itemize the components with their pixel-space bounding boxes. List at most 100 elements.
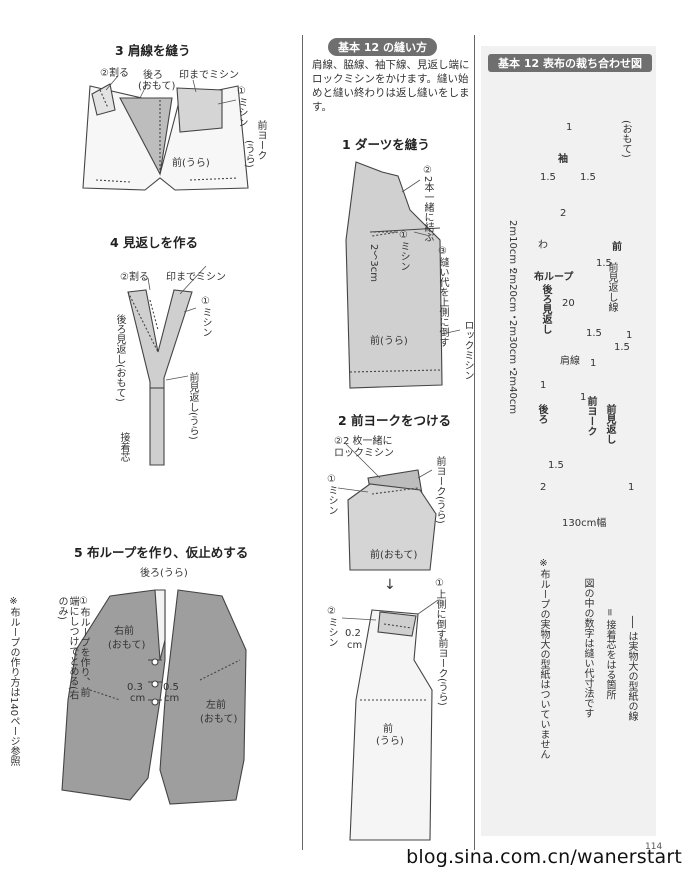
step4-facing <box>127 289 193 466</box>
step4-title: 4 見返しを作る <box>110 235 199 250</box>
s5-cm-b-unit: cm <box>164 693 180 704</box>
num-1e: 1 <box>540 380 547 391</box>
s3-back: 後ろ <box>143 70 163 81</box>
d2-title: 2 前ヨークをつける <box>338 413 452 428</box>
s5-right-front-omote: (おもて) <box>108 640 146 651</box>
s4-back-facing: 後ろ見返し(おもて) <box>114 314 125 402</box>
s5-loop-note: ①布ループを作り、前端にしつけでとめる(右のみ) <box>56 596 89 700</box>
fabric-width: 130cm幅 <box>562 518 607 529</box>
num-1f: 1 <box>628 482 635 493</box>
d3-front <box>349 609 433 841</box>
d3-cm-val: 0.2 <box>345 628 361 639</box>
piece-loop: 布ループ <box>534 272 574 283</box>
layout-header: 基本 12 表布の裁ち合わせ図 <box>488 54 652 72</box>
num-15c: 1.5 <box>596 258 612 269</box>
s5-cm-b: 0.5 <box>163 682 179 693</box>
d2-yoke <box>347 469 437 571</box>
piece-front-facing: 前見返し <box>604 404 615 444</box>
d1-two-together: ②2本一緒に結ぶ <box>422 165 433 243</box>
d2-front-omote: 前(おもて) <box>370 550 418 561</box>
piece-shoulder: 肩線 <box>560 356 580 367</box>
d3-mishin: ②ミシン <box>326 606 337 647</box>
d1-mishin: ①ミシン <box>398 230 409 271</box>
num-1c: 1 <box>590 358 597 369</box>
cutting-layout-panel <box>481 46 656 836</box>
legend-interfacing: = 接着芯をはる箇所 <box>604 608 615 700</box>
d3-cm: cm <box>347 640 363 651</box>
s5-left-front-omote: (おもて) <box>200 714 238 725</box>
step5-title: 5 布ループを作り、仮止めする <box>74 545 249 560</box>
desc-line: ロックミシンをかけます。縫い始 <box>312 73 469 85</box>
watermark: blog.sina.com.cn/wanerstart <box>406 846 682 868</box>
num-20: 20 <box>562 298 575 309</box>
d2-lock: ロックミシン <box>334 448 394 459</box>
length-210: 2m10cm・ <box>507 220 518 275</box>
d1-title: 1 ダーツを縫う <box>342 137 430 152</box>
d3-front: 前 <box>383 724 393 735</box>
d3-upper-side: ①上側に倒す <box>434 578 445 639</box>
s3-front-yoke-ura: (うら) <box>243 140 254 168</box>
s3-mishin: ①ミシン <box>236 86 247 127</box>
s4-waru: ②割る <box>120 272 149 283</box>
s5-cm-a-unit: cm <box>130 693 146 704</box>
piece-back: 後ろ <box>536 404 547 424</box>
piece-front-yoke: 前ヨーク <box>585 396 596 436</box>
s3-mishin-mark: 印までミシン <box>179 70 239 81</box>
s4-interfacing: 接着芯 <box>118 432 129 462</box>
d1-front-piece <box>345 161 443 389</box>
s5-right-front: 右前 <box>114 626 134 637</box>
step3-title: 3 肩線を縫う <box>115 43 191 58</box>
num-15a: 1.5 <box>540 172 556 183</box>
layout-note: ※布ループの実物大の型紙はついていません <box>538 558 549 759</box>
s3-back-omote: (おもて) <box>138 81 176 92</box>
num-2a: 2 <box>560 208 567 219</box>
d1-length: 2〜3cm <box>368 244 379 282</box>
step3-garment <box>82 83 249 191</box>
s3-front-ura: 前(うら) <box>172 158 210 169</box>
legend-seam: 図の中の数字は縫い代寸法です <box>582 578 593 718</box>
d3-arrow-down-icon: ↓ <box>384 577 396 593</box>
num-15b: 1.5 <box>580 172 596 183</box>
s3-front-yoke: 前ヨーク <box>255 120 266 160</box>
s5-cm-a: 0.3 <box>127 682 143 693</box>
sewing-description: 肩線、脇線、袖下線、見返し端に ロックミシンをかけます。縫い始 めと縫い終わりは… <box>312 58 470 114</box>
d1-front-ura: 前(うら) <box>370 336 408 347</box>
divider-middle <box>474 35 475 850</box>
divider-left <box>302 35 303 850</box>
piece-front: 前 <box>612 242 622 253</box>
s4-mishin: ①ミシン <box>200 296 211 337</box>
s5-back-ura: 後ろ(うら) <box>140 568 188 579</box>
num-1d: 1 <box>580 392 587 403</box>
num-15d: 1.5 <box>586 328 602 339</box>
num-15e: 1.5 <box>614 342 630 353</box>
d1-lock: ロックミシン <box>462 320 473 380</box>
d1-seam-down: ③縫い代を上側に倒す <box>437 246 448 347</box>
length-240: 2m40cm <box>507 370 518 415</box>
d2-front-yoke: 前ヨーク(うら) <box>434 456 445 524</box>
d2-two-layers: ②2 枚一緒に <box>334 436 393 447</box>
s5-side-note: ※布ループの作り方は140ページ参照 <box>8 596 19 767</box>
piece-sleeve: 袖 <box>558 154 568 165</box>
length-230: 2m30cm・ <box>507 320 518 375</box>
s5-left-front: 左前 <box>206 700 226 711</box>
num-1b: 1 <box>626 330 633 341</box>
piece-wa: わ <box>538 240 548 251</box>
num-15f: 1.5 <box>548 460 564 471</box>
num-2b: 2 <box>540 482 547 493</box>
grain-omote: (おもて) <box>620 120 631 158</box>
s4-mishin-mark: 印までミシン <box>166 272 226 283</box>
piece-back-facing: 後ろ見返し <box>540 284 551 334</box>
step5-vest <box>61 589 247 805</box>
d2-mishin: ①ミシン <box>326 474 337 515</box>
sewing-header: 基本 12 の縫い方 <box>328 38 437 56</box>
desc-line: 肩線、脇線、袖下線、見返し端に <box>312 59 470 71</box>
num-1a: 1 <box>566 122 573 133</box>
desc-line: めと縫い終わりは返し縫いをしま <box>312 87 470 99</box>
piece-front-facing-line: 前見返し線 <box>606 262 617 312</box>
d3-front-yoke: 前ヨーク(うら) <box>436 638 447 706</box>
length-220: 2m20cm・ <box>507 268 518 323</box>
page-number: 114 <box>645 842 663 852</box>
s4-front-facing: 前見返し(うら) <box>187 372 198 440</box>
d3-front-ura: (うら) <box>376 736 404 747</box>
pointer-lines <box>105 75 461 621</box>
